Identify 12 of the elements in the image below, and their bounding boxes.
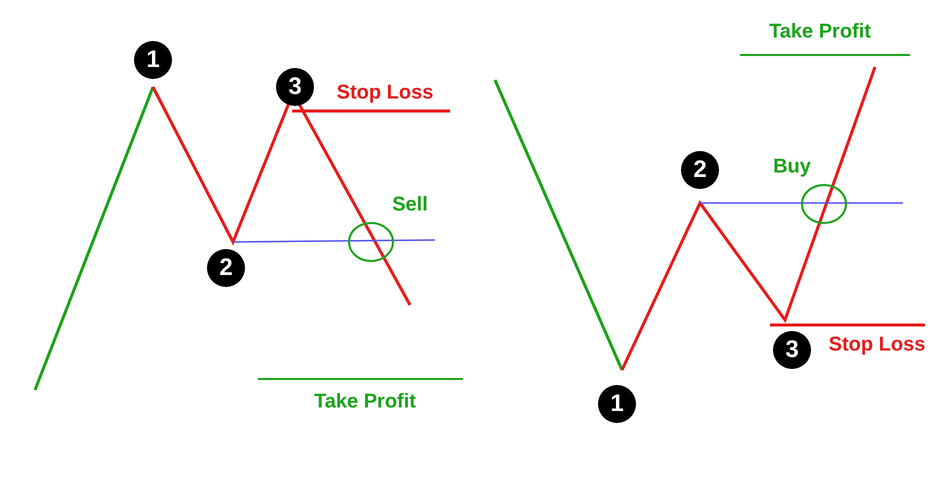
callout-number: 3 [773, 331, 811, 369]
take-profit-label: Take Profit [314, 390, 416, 414]
callout-number: 2 [681, 151, 719, 189]
take-profit-label: Take Profit [769, 20, 871, 44]
callout-number: 1 [134, 41, 172, 79]
stop-loss-label: Stop Loss [828, 334, 926, 356]
callout-number: 2 [207, 249, 245, 287]
callout-number: 1 [598, 385, 636, 423]
stop-loss-label: Stop Loss [336, 82, 434, 104]
callout-number: 3 [276, 68, 314, 106]
signal-label: Sell [392, 194, 428, 216]
signal-label: Buy [773, 156, 811, 178]
